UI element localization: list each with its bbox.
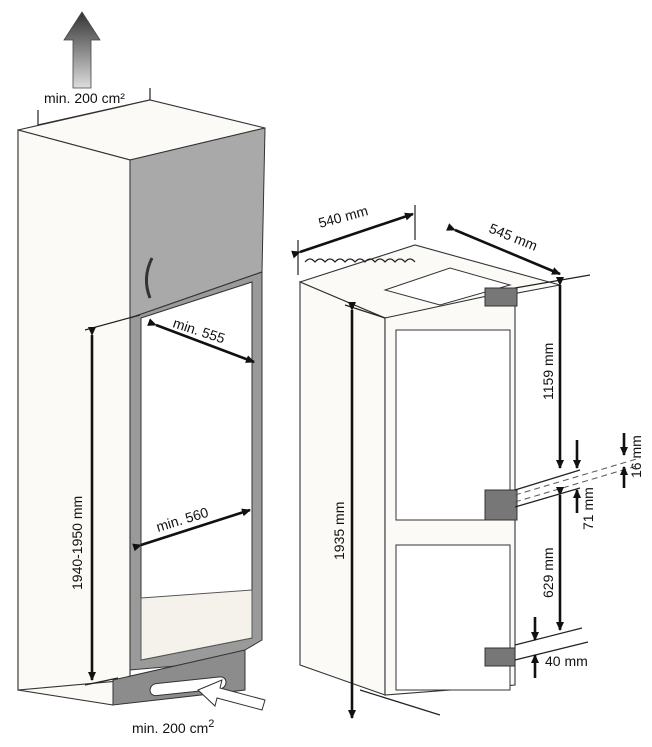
- plinth-vent: [149, 676, 227, 697]
- upper-fridge-door: [395, 329, 511, 521]
- door-handle: [145, 257, 154, 299]
- seal-strip: [304, 258, 416, 263]
- hinge-gap-label: 71 mm: [580, 487, 596, 530]
- depth-dimension: [147, 318, 255, 364]
- fridge-depth-dimension: [446, 223, 561, 276]
- fridge-width-label: 540 mm: [317, 202, 370, 231]
- airflow-up-arrow: [63, 11, 101, 89]
- bottom-gap-label: 40 mm: [545, 653, 588, 669]
- vent-top-label: min. 200 cm²: [44, 90, 125, 106]
- gap-top-label: 16 mm: [628, 435, 644, 478]
- airflow-in-arrow: [197, 679, 266, 711]
- fridge-width-dimension: [291, 212, 414, 259]
- tall-cabinet: min. 200 cm² min. 200 cm2 min. 555 min. …: [17, 11, 266, 736]
- top-hinge: [484, 287, 518, 307]
- vent-bottom-label: min. 200 cm2: [132, 718, 214, 736]
- lower-fridge-door: [395, 544, 511, 691]
- width-dimension: [132, 508, 251, 552]
- fridge-side: [299, 281, 386, 696]
- bottom-hinge: [484, 647, 516, 667]
- middle-hinge: [484, 489, 518, 521]
- upper-door-label: 1159 mm: [540, 343, 556, 400]
- built-in-fridge: 540 mm 545 mm 1935 mm 1159 mm 71 mm 16 m…: [291, 202, 644, 719]
- fridge-height-label: 1935 mm: [331, 502, 347, 560]
- height-label: 1940-1950 mm: [69, 496, 85, 590]
- fridge-depth-label: 545 mm: [487, 220, 540, 254]
- lower-door-label: 629 mm: [540, 547, 556, 598]
